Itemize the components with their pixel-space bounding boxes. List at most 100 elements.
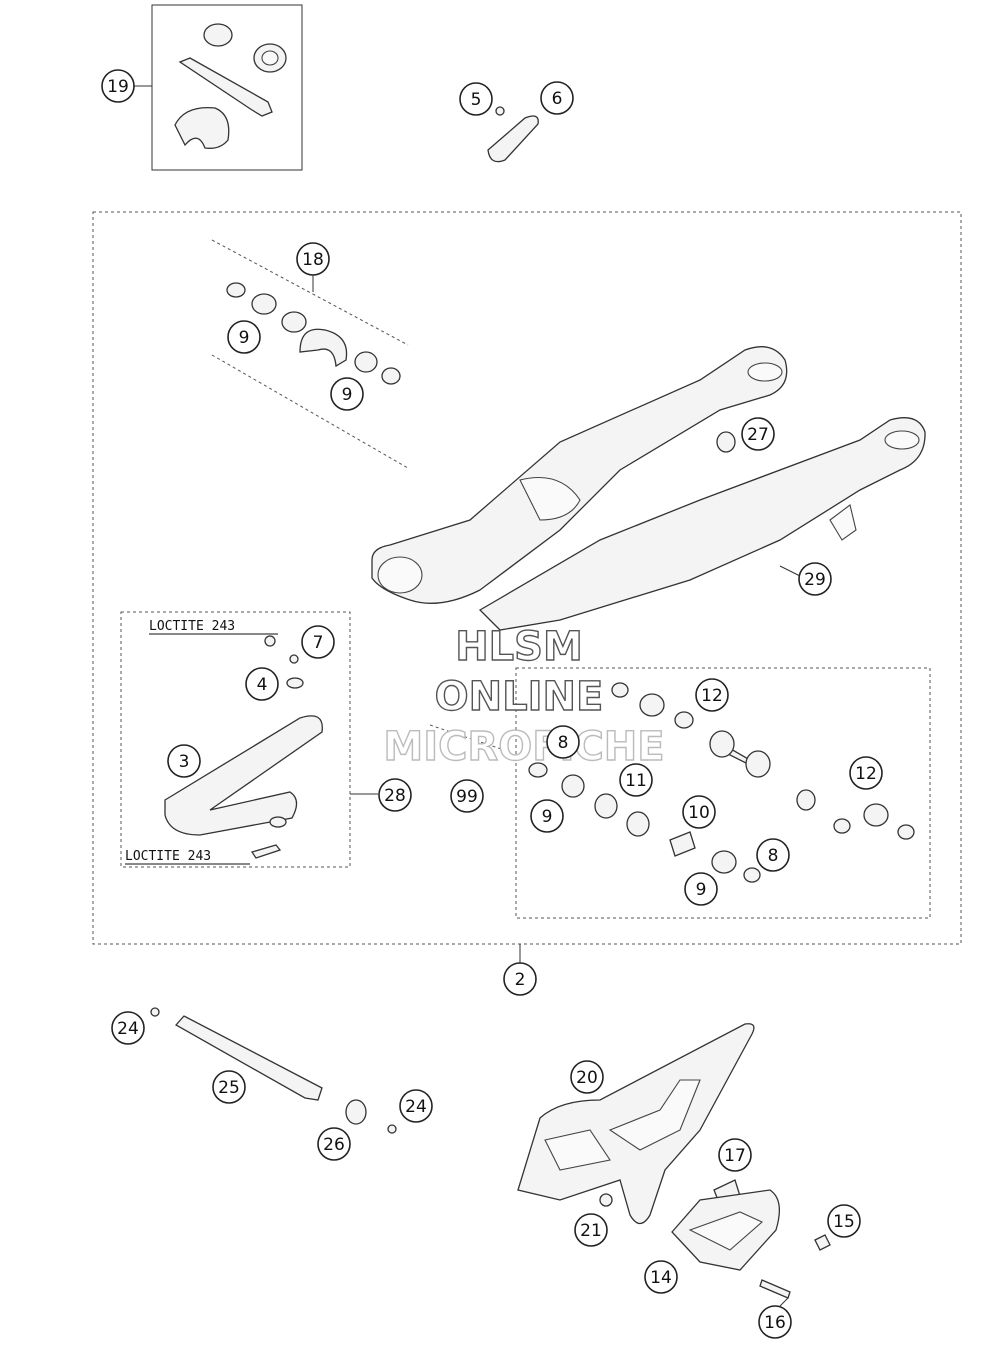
callout-7: 7 bbox=[301, 625, 335, 659]
kit-18-edge-bottom bbox=[211, 354, 409, 469]
screw-16-part bbox=[759, 1279, 791, 1299]
callout-number: 9 bbox=[542, 807, 553, 827]
kit-18-bearing-1 bbox=[251, 293, 277, 315]
screw-bottom-part bbox=[250, 844, 282, 859]
callout-number: 12 bbox=[701, 686, 723, 706]
callout-26: 26 bbox=[317, 1127, 351, 1161]
callout-9: 9 bbox=[530, 799, 564, 833]
callout-circle bbox=[330, 377, 364, 411]
callout-circle bbox=[101, 69, 135, 103]
callout-number: 8 bbox=[768, 846, 779, 866]
washer-21-part bbox=[599, 1193, 613, 1207]
kit-18-edge-top bbox=[211, 239, 409, 346]
callout-2: 2 bbox=[503, 962, 537, 996]
callout-circle bbox=[503, 962, 537, 996]
chain-guide-group bbox=[517, 1023, 831, 1307]
callout-number: 20 bbox=[576, 1068, 598, 1088]
watermark-line-1: HLSM bbox=[455, 624, 583, 670]
pivot-axle-group bbox=[150, 1007, 397, 1134]
callout-number: 3 bbox=[179, 752, 190, 772]
bearing-axis-line bbox=[429, 724, 511, 753]
washer-4-part bbox=[286, 677, 304, 689]
callout-circle bbox=[399, 1089, 433, 1123]
callout-circle bbox=[644, 1260, 678, 1294]
callout-4: 4 bbox=[245, 667, 279, 701]
callout-number: 24 bbox=[405, 1097, 427, 1117]
callout-circle bbox=[619, 763, 653, 797]
washer-26-part bbox=[345, 1099, 367, 1125]
callout-17: 17 bbox=[718, 1138, 752, 1172]
callout-14: 14 bbox=[644, 1260, 678, 1294]
callout-circle bbox=[546, 725, 580, 759]
callout-number: 26 bbox=[323, 1135, 345, 1155]
callout-24: 24 bbox=[111, 1011, 145, 1045]
bushing-27-part bbox=[716, 431, 736, 453]
kit-19-bolt bbox=[178, 57, 273, 117]
callout-21: 21 bbox=[574, 1213, 608, 1247]
callout-12: 12 bbox=[695, 678, 729, 712]
pivot-bearing-box bbox=[515, 667, 931, 919]
callout-19: 19 bbox=[101, 69, 135, 103]
kit-19-group bbox=[134, 4, 303, 171]
callout-10: 10 bbox=[682, 795, 716, 829]
callout-number: 21 bbox=[580, 1221, 602, 1241]
callout-circle bbox=[540, 81, 574, 115]
nut-7-part bbox=[289, 654, 299, 664]
assembly-2-box bbox=[92, 211, 962, 945]
swing-arm-part bbox=[371, 346, 926, 631]
callout-circle bbox=[570, 1060, 604, 1094]
callout-circle bbox=[758, 1305, 792, 1339]
callout-circle bbox=[450, 779, 484, 813]
callout-number: 9 bbox=[342, 385, 353, 405]
callout-number: 6 bbox=[552, 89, 563, 109]
screw-5-part bbox=[495, 106, 505, 116]
leader-29 bbox=[779, 565, 801, 577]
axle-25-part bbox=[174, 1015, 323, 1101]
callout-circle bbox=[301, 625, 335, 659]
kit-19-bushing bbox=[203, 23, 233, 47]
callout-number: 11 bbox=[625, 771, 647, 791]
callout-number: 12 bbox=[855, 764, 877, 784]
callout-circle bbox=[296, 242, 330, 276]
callout-circle bbox=[378, 778, 412, 812]
screw-15-part bbox=[814, 1234, 831, 1251]
callout-99: 99 bbox=[450, 779, 484, 813]
watermark-line-3: MICROFICHE bbox=[383, 724, 664, 770]
callout-circle bbox=[227, 320, 261, 354]
callout-9: 9 bbox=[684, 872, 718, 906]
washer-bottom-part bbox=[269, 816, 287, 828]
callout-9: 9 bbox=[227, 320, 261, 354]
chain-slider-box bbox=[120, 611, 351, 868]
callout-8: 8 bbox=[756, 838, 790, 872]
callout-circle bbox=[756, 838, 790, 872]
loctite-note-top: LOCTITE 243 bbox=[149, 619, 235, 634]
kit-19-bracket bbox=[174, 106, 230, 149]
callout-circle bbox=[718, 1138, 752, 1172]
watermark-line-2: ONLINE bbox=[435, 674, 604, 720]
callout-number: 19 bbox=[107, 77, 129, 97]
callout-16: 16 bbox=[758, 1305, 792, 1339]
callout-number: 28 bbox=[384, 786, 406, 806]
callout-9: 9 bbox=[330, 377, 364, 411]
chain-slider-group: LOCTITE 243 LOCTITE 243 bbox=[120, 611, 378, 868]
callout-5: 5 bbox=[459, 82, 493, 116]
callout-circle bbox=[849, 756, 883, 790]
callout-15: 15 bbox=[827, 1204, 861, 1238]
chain-slider-3-part bbox=[164, 715, 323, 836]
callout-3: 3 bbox=[167, 744, 201, 778]
kit-19-seal-inner bbox=[261, 50, 279, 66]
callout-number: 16 bbox=[764, 1313, 786, 1333]
callout-circle bbox=[798, 562, 832, 596]
callout-number: 8 bbox=[558, 733, 569, 753]
screw-top-part bbox=[264, 635, 276, 647]
callout-20: 20 bbox=[570, 1060, 604, 1094]
callout-circle bbox=[682, 795, 716, 829]
pivot-bearing-group bbox=[429, 667, 931, 919]
kit-18-bearing-2 bbox=[281, 311, 307, 333]
nut-24-part bbox=[150, 1007, 160, 1017]
callout-number: 17 bbox=[724, 1146, 746, 1166]
callout-number: 99 bbox=[456, 787, 478, 807]
callout-number: 7 bbox=[313, 633, 324, 653]
nut-24b-part bbox=[387, 1124, 397, 1134]
callout-number: 5 bbox=[471, 90, 482, 110]
